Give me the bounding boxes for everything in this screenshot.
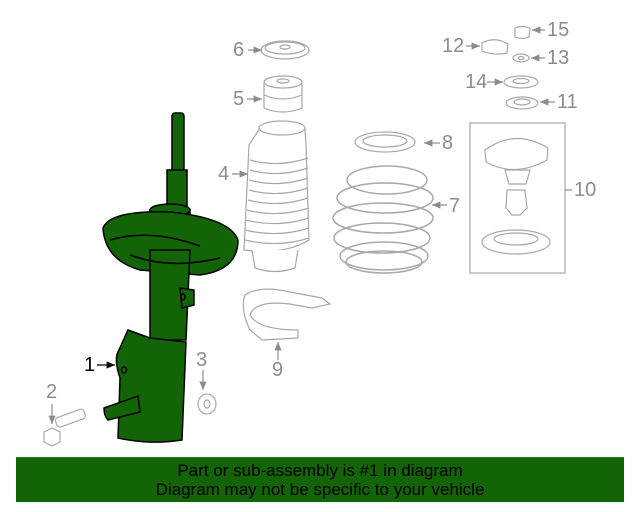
nut[interactable] <box>197 393 217 415</box>
callout-9[interactable]: 9 <box>272 359 284 381</box>
callout-2[interactable]: 2 <box>46 381 58 403</box>
callout-14[interactable]: 14 <box>465 71 488 93</box>
bump-stop[interactable] <box>263 75 303 113</box>
callout-1[interactable]: 1 <box>84 354 96 376</box>
callout-4[interactable]: 4 <box>218 163 230 185</box>
callout-12[interactable]: 12 <box>442 35 465 57</box>
strut-mount-kit[interactable] <box>469 122 566 274</box>
coil-spring[interactable] <box>332 165 434 274</box>
washer[interactable] <box>512 53 530 63</box>
callout-11[interactable]: 11 <box>557 91 578 113</box>
callout-10[interactable]: 10 <box>574 179 597 201</box>
callout-13[interactable]: 13 <box>547 47 570 69</box>
bearing-plate[interactable] <box>505 96 539 110</box>
banner-line-2: Diagram may not be specific to your vehi… <box>155 480 485 499</box>
lower-insulator[interactable] <box>242 288 332 341</box>
dust-boot[interactable] <box>243 120 310 273</box>
strut-assembly[interactable] <box>102 112 239 443</box>
banner-line-1: Part or sub-assembly is #1 in diagram <box>177 461 463 480</box>
bolt[interactable] <box>43 408 86 447</box>
callout-7[interactable]: 7 <box>449 195 461 217</box>
retainer[interactable] <box>503 75 539 89</box>
callout-15[interactable]: 15 <box>547 19 570 41</box>
callout-8[interactable]: 8 <box>442 132 454 154</box>
upper-seat[interactable] <box>260 40 310 60</box>
callout-5[interactable]: 5 <box>233 88 245 110</box>
cap[interactable] <box>481 39 509 55</box>
nut-cap[interactable] <box>514 25 531 40</box>
callout-3[interactable]: 3 <box>196 349 208 371</box>
spring-insulator[interactable] <box>354 131 416 153</box>
diagram-notice-banner: Part or sub-assembly is #1 in diagram Di… <box>16 457 624 502</box>
callout-6[interactable]: 6 <box>233 39 245 61</box>
